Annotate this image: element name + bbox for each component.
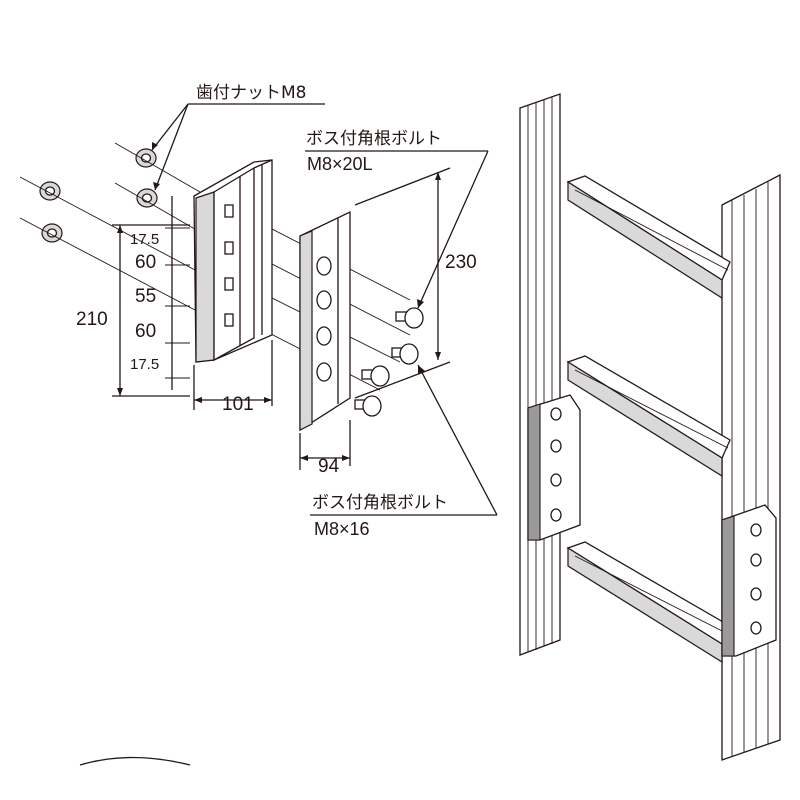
long-bolt-leader	[305, 150, 489, 309]
dim-spacing-3: 60	[135, 321, 157, 342]
bolts	[354, 307, 424, 417]
nut-icon	[39, 181, 61, 201]
nut-icon	[136, 188, 158, 208]
long-bolt-name-label: ボス付角根ボルト	[306, 129, 442, 149]
dim-inner-height: 230	[445, 252, 477, 273]
ladder-rung	[566, 175, 731, 300]
partial-rounded-frame	[79, 756, 191, 766]
dim-94-line	[299, 420, 351, 470]
toothed-nut-label: 歯付ナットM8	[196, 83, 307, 103]
inner-splice-plate	[299, 210, 351, 432]
dim-total-height: 210	[76, 309, 108, 330]
nut-icon	[41, 223, 63, 243]
dim-outer-width: 101	[222, 394, 254, 415]
nut-leader-lines	[151, 103, 325, 191]
left-dimension-lines	[112, 196, 190, 397]
bolt-icon	[361, 365, 390, 387]
ladder-rung	[566, 355, 731, 478]
long-bolt-size-label: M8×20L	[307, 154, 373, 174]
dim-spacing-2: 55	[135, 286, 157, 307]
dim-spacing-1: 60	[135, 252, 157, 273]
bolt-icon	[354, 395, 382, 417]
dim-inner-width: 94	[318, 456, 340, 477]
outer-splice-plate	[193, 159, 273, 363]
bolt-icon	[391, 343, 419, 365]
dim-230-line	[354, 167, 451, 399]
ladder-illustration	[519, 93, 781, 761]
dim-spacing-top: 17.5	[130, 231, 160, 248]
short-bolt-size-label: M8×16	[314, 519, 370, 539]
nut-icon	[135, 148, 157, 168]
ladder-splice-plate-left	[527, 394, 581, 541]
dim-101-line	[193, 340, 273, 410]
bolt-icon	[395, 307, 424, 329]
toothed-nuts	[39, 148, 158, 243]
short-bolt-name-label: ボス付角根ボルト	[312, 493, 448, 513]
dim-spacing-bottom: 17.5	[130, 356, 160, 373]
ladder-splice-plate-right	[721, 504, 777, 657]
ladder-rung	[566, 541, 731, 664]
